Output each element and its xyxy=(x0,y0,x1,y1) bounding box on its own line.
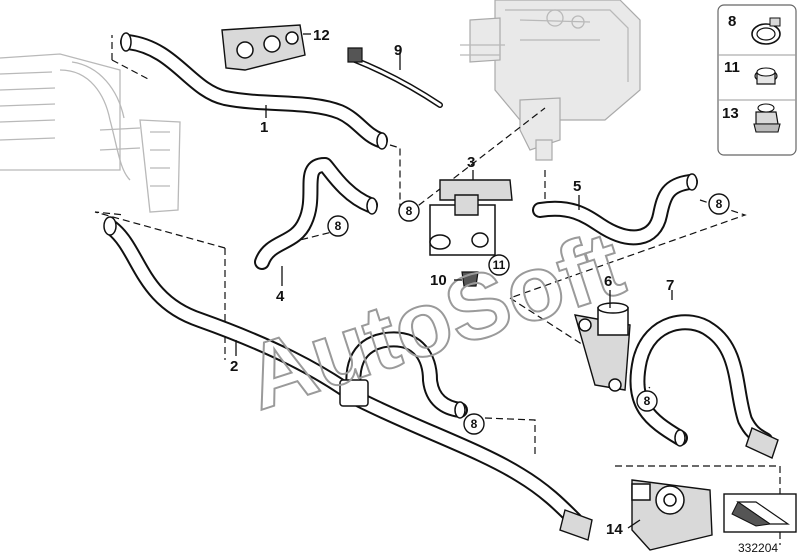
callout-9: 9 xyxy=(394,42,402,59)
circled-callout: 8 xyxy=(327,215,349,237)
callout-leaders xyxy=(235,33,673,529)
hex-nut-icon xyxy=(753,103,781,133)
hose-tee xyxy=(339,331,468,419)
svg-text:8: 8 xyxy=(406,204,413,218)
circled-callout: 8 xyxy=(463,413,485,435)
valve-6 xyxy=(574,302,631,392)
callout-12: 12 xyxy=(313,27,330,44)
circled-callout: 11 xyxy=(488,254,510,276)
svg-text:8: 8 xyxy=(644,394,651,408)
callout-7: 7 xyxy=(666,277,674,294)
svg-text:13: 13 xyxy=(722,105,739,122)
circled-callouts: 8 8 8 8 8 11 xyxy=(327,193,730,435)
svg-text:8: 8 xyxy=(335,219,342,233)
callout-6: 6 xyxy=(604,273,612,290)
pump-14 xyxy=(631,479,713,551)
svg-text:11: 11 xyxy=(724,59,740,76)
hose-1 xyxy=(120,32,388,150)
svg-text:11: 11 xyxy=(493,258,506,272)
callout-14: 14 xyxy=(606,521,623,538)
callout-5: 5 xyxy=(573,178,581,195)
aux-heater-ghost xyxy=(460,0,641,161)
circled-callout: 8 xyxy=(398,200,420,222)
hose-4 xyxy=(254,157,378,270)
circled-callout: 8 xyxy=(636,390,658,412)
hose-clamp-icon xyxy=(751,17,781,45)
fastener-legend: 8 11 13 xyxy=(717,4,797,156)
diagram-reference-number: 332204 xyxy=(738,541,778,555)
svg-text:8: 8 xyxy=(716,197,723,211)
callout-2: 2 xyxy=(230,358,238,375)
bracket-12 xyxy=(221,24,306,71)
arrow-diagonal-icon xyxy=(731,501,790,527)
legend-item: 8 xyxy=(728,13,781,45)
legend-item: 11 xyxy=(724,59,778,85)
nav-arrow-box[interactable] xyxy=(723,493,797,533)
legend-item: 13 xyxy=(722,103,781,133)
cable-tie-9 xyxy=(347,47,443,108)
callouts: 1 2 3 4 5 6 7 9 10 12 14 xyxy=(230,27,674,538)
callout-3: 3 xyxy=(467,154,475,171)
callout-4: 4 xyxy=(276,288,285,305)
heater-core-ghost xyxy=(0,53,181,213)
callout-10: 10 xyxy=(430,272,447,289)
svg-text:8: 8 xyxy=(471,417,478,431)
nut-icon xyxy=(754,67,778,85)
hose-5 xyxy=(532,173,698,246)
callout-1: 1 xyxy=(260,119,268,136)
svg-text:8: 8 xyxy=(728,13,736,30)
circled-callout: 8 xyxy=(708,193,730,215)
valve-3 xyxy=(429,179,513,287)
hose-7 xyxy=(629,314,779,459)
